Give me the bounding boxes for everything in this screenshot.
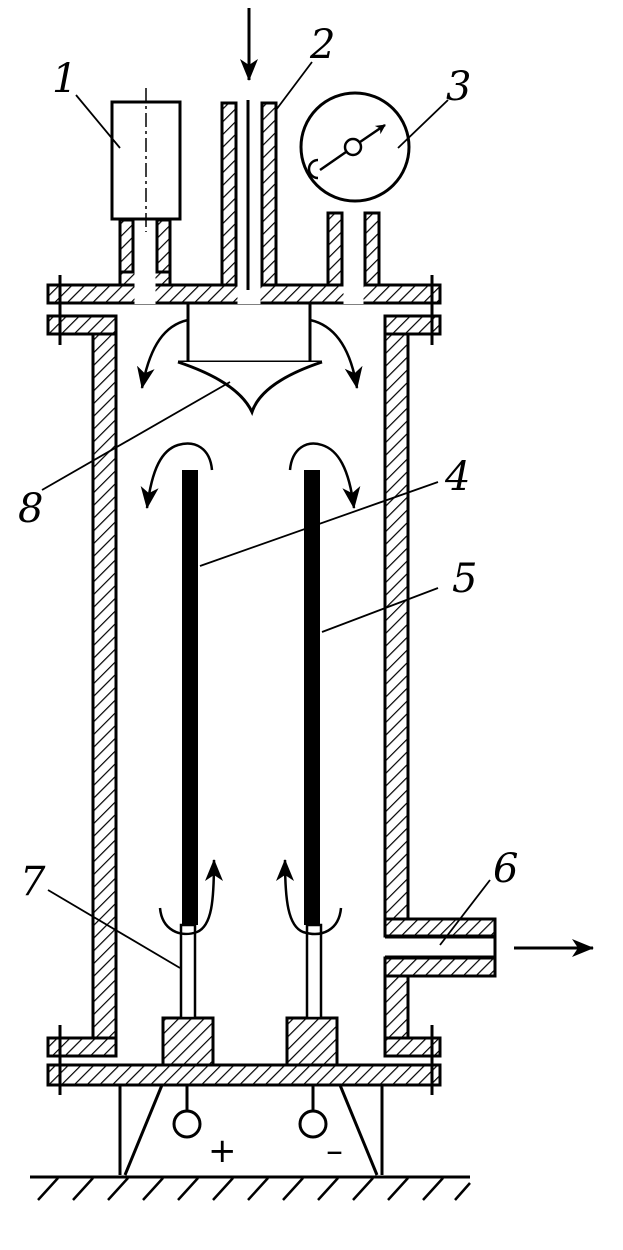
negative-terminal [298, 1109, 328, 1139]
vessel-upper-flange [46, 314, 442, 336]
negative-sign: – [326, 1131, 343, 1171]
vessel-left-wall [91, 332, 118, 1040]
vessel-right-wall [383, 332, 410, 1040]
left-nozzle [118, 218, 172, 287]
deflector [177, 303, 323, 417]
right-electrode-rod [304, 470, 320, 925]
left-electrode-rod [182, 470, 198, 925]
electrode-rods [179, 470, 323, 1020]
leader-lines [41, 61, 491, 969]
label-4: 4 [444, 454, 470, 500]
flow-arrows [136, 8, 594, 957]
label-6: 6 [493, 846, 518, 892]
pressure-gauge [299, 91, 411, 203]
right-electrode-stem [305, 923, 323, 1020]
terminals [172, 1085, 328, 1139]
label-2: 2 [309, 22, 335, 68]
ground-hatching [37, 1177, 471, 1201]
device-1-box [110, 88, 182, 232]
positive-sign: + [208, 1131, 237, 1171]
label-1: 1 [52, 56, 77, 102]
label-3: 3 [446, 64, 471, 110]
left-electrode-holder [161, 1016, 215, 1067]
support-stand [30, 1084, 470, 1179]
label-8: 8 [18, 486, 43, 532]
left-electrode-stem [179, 923, 197, 1020]
label-5: 5 [452, 556, 477, 602]
base-plate [46, 1063, 442, 1087]
vessel-lower-flange [46, 1036, 442, 1058]
positive-terminal [172, 1109, 202, 1139]
flange-bolts [58, 275, 434, 1095]
right-nozzle [326, 211, 381, 287]
right-electrode-holder [285, 1016, 339, 1067]
label-7: 7 [20, 859, 46, 905]
